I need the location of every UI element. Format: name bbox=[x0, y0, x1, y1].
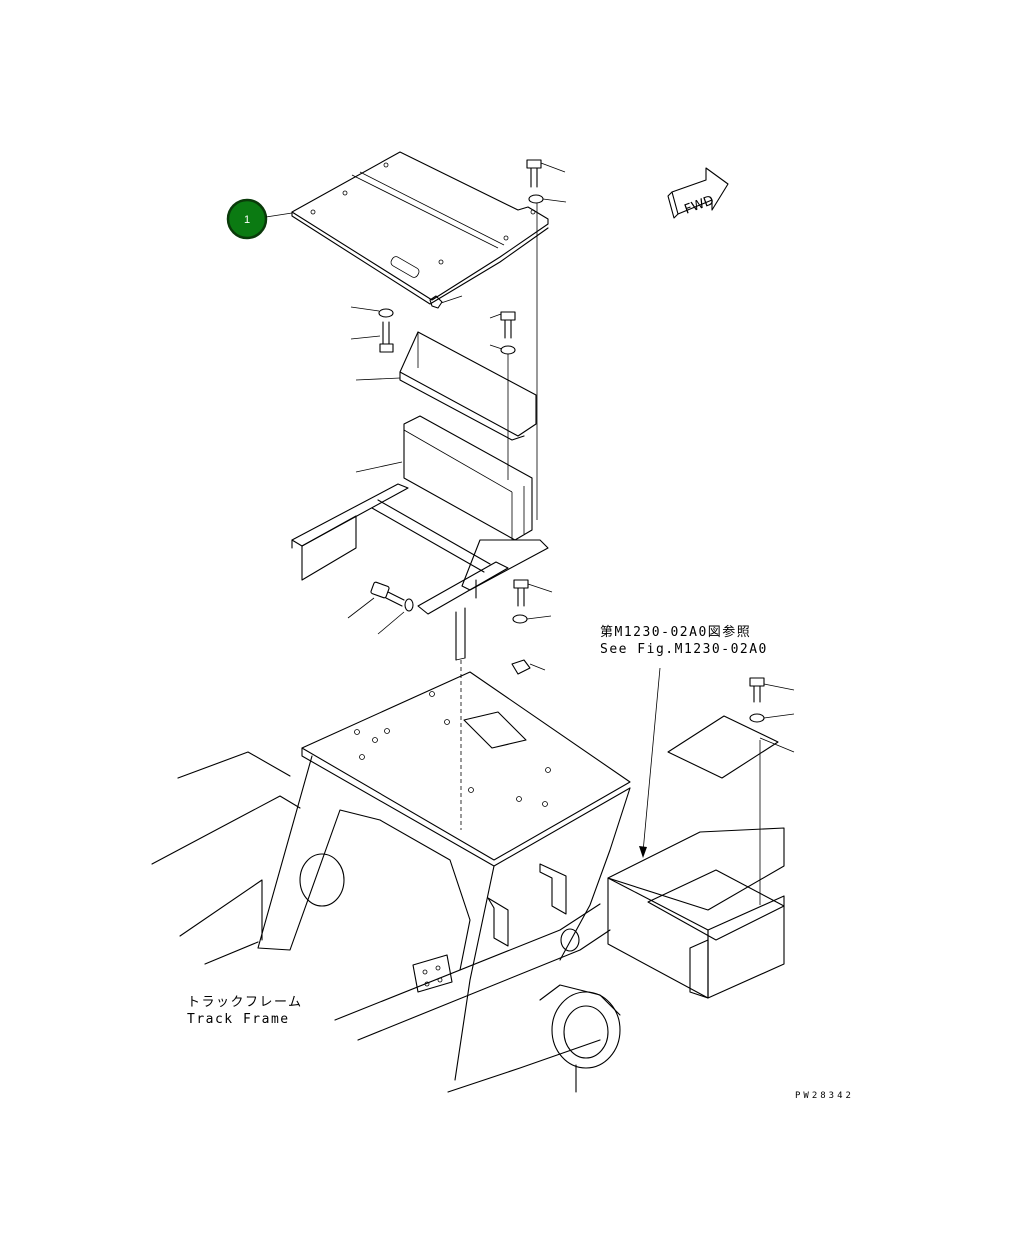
fwd-label: FWD bbox=[682, 193, 716, 217]
bracket-angle bbox=[355, 331, 537, 441]
box-panel bbox=[355, 415, 533, 541]
callout-number: 1 bbox=[244, 214, 250, 226]
reference-note-en: See Fig.M1230-02A0 bbox=[600, 642, 768, 657]
battery-cover bbox=[667, 715, 795, 779]
frame-support bbox=[291, 483, 549, 661]
frame-housing bbox=[257, 671, 631, 1081]
frame-label-en: Track Frame bbox=[187, 1012, 290, 1027]
bolt-left bbox=[350, 321, 394, 353]
battery-box bbox=[607, 740, 785, 999]
callout-1[interactable]: 1 bbox=[226, 198, 293, 240]
clip-top bbox=[440, 295, 463, 304]
frame-label-jp: トラックフレーム bbox=[187, 995, 303, 1010]
track-motor bbox=[539, 928, 621, 1093]
top-cover-plate bbox=[291, 151, 549, 309]
bolt-battery bbox=[749, 677, 795, 723]
washer-top-right bbox=[528, 194, 567, 520]
washer-left bbox=[350, 306, 394, 318]
drawing-code: PW28342 bbox=[795, 1091, 854, 1101]
bolt-lower-right bbox=[512, 579, 553, 624]
bolt-top-right bbox=[526, 159, 566, 188]
reference-note-jp: 第M1230-02A0図参照 bbox=[600, 624, 751, 640]
bolt-mid bbox=[489, 311, 516, 480]
fwd-arrow-icon: FWD bbox=[667, 167, 729, 219]
track-frame bbox=[151, 751, 611, 1093]
clip-lower bbox=[511, 659, 546, 675]
bolt-side bbox=[347, 581, 414, 635]
